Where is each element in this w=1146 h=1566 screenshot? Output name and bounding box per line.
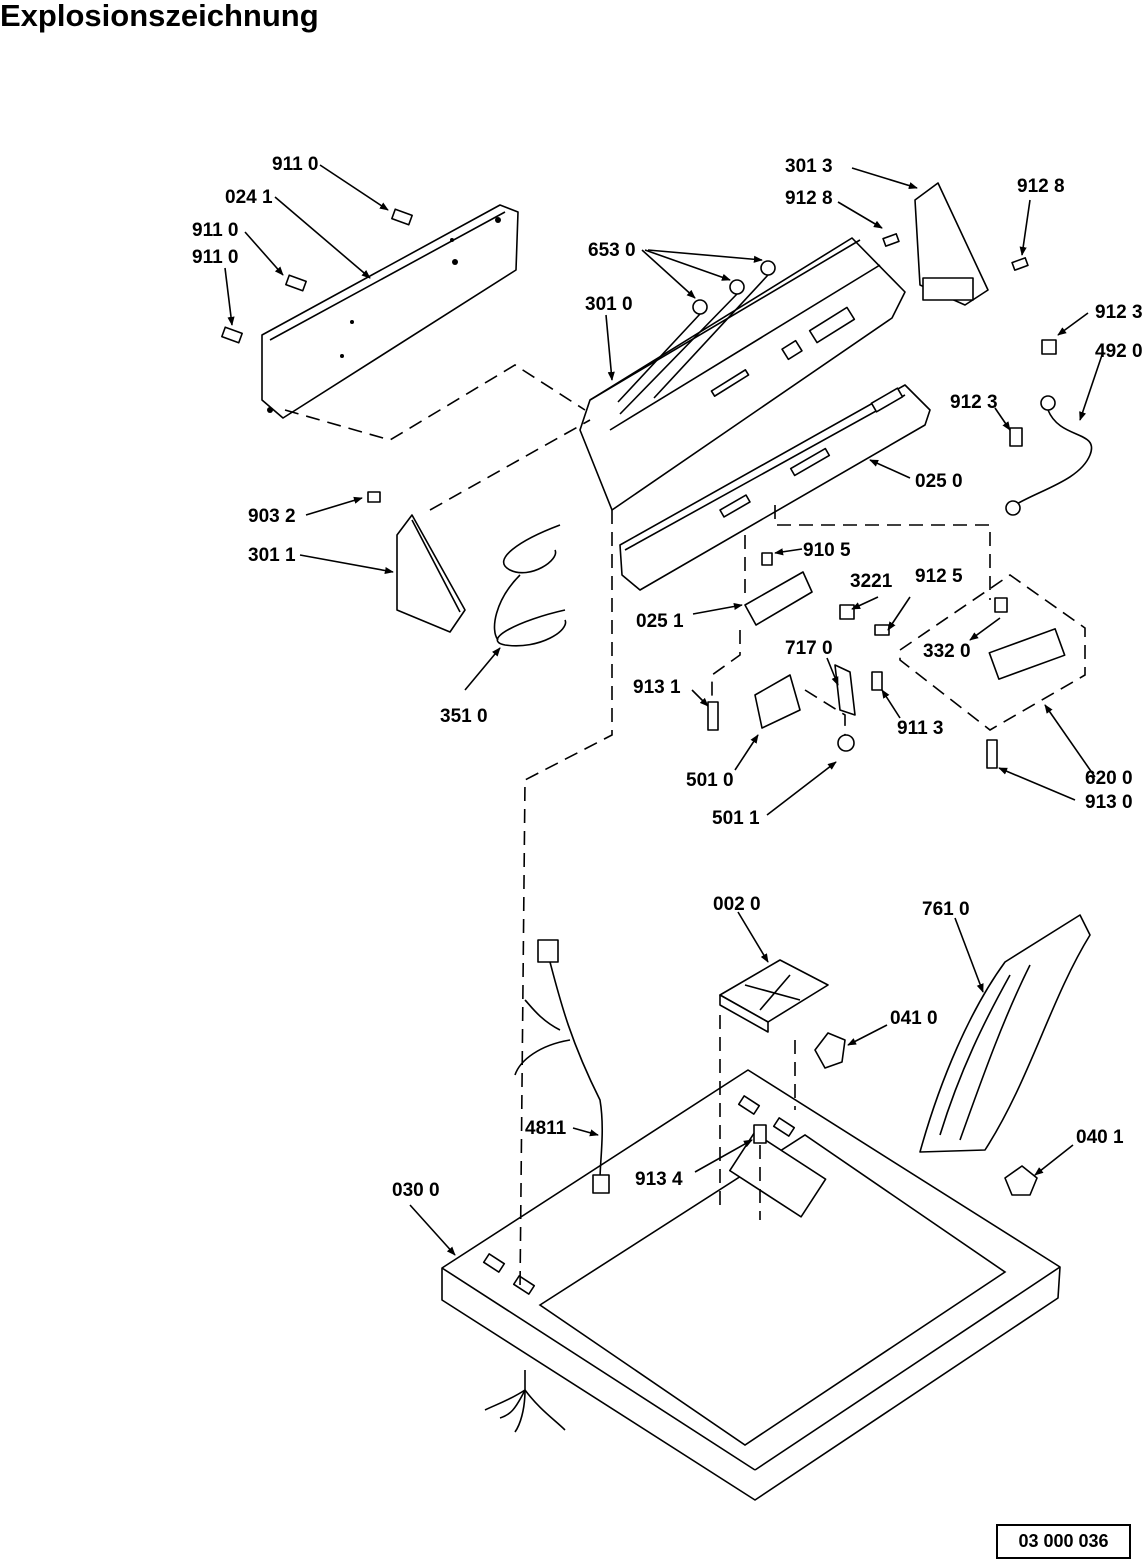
switch-5010 [707, 674, 855, 752]
dashed-assembly-lines [284, 364, 991, 1291]
label-3510: 351 0 [440, 706, 488, 727]
label-6200: 620 0 [1085, 768, 1133, 789]
label-3013: 301 3 [785, 156, 833, 177]
label-7610: 761 0 [922, 899, 970, 920]
label-9123-b: 912 3 [950, 392, 998, 413]
label-7170: 717 0 [785, 638, 833, 659]
small-parts-7170 [834, 604, 890, 716]
wire-harness-4811 [514, 939, 610, 1194]
power-cord [484, 1370, 566, 1433]
knob-0410 [814, 1032, 846, 1069]
label-9110-c: 911 0 [192, 247, 239, 268]
label-0410: 041 0 [890, 1008, 938, 1029]
label-3011: 301 1 [248, 545, 296, 566]
document-number: 03 000 036 [996, 1524, 1131, 1559]
label-4920: 492 0 [1095, 341, 1143, 362]
label-9123-a: 912 3 [1095, 302, 1143, 323]
label-5011: 501 1 [712, 808, 760, 829]
label-4811: 4811 [525, 1118, 567, 1139]
screw-9134 [753, 1124, 767, 1144]
label-9110-b: 911 0 [192, 220, 239, 241]
timer-bracket-0251 [744, 552, 813, 626]
trim-panel-7610 [919, 914, 1091, 1153]
label-0251: 025 1 [636, 611, 684, 632]
label-9131: 913 1 [633, 677, 681, 698]
label-0020: 002 0 [713, 894, 761, 915]
label-5010: 501 0 [686, 770, 734, 791]
label-3010: 301 0 [585, 294, 633, 315]
label-9125: 912 5 [915, 566, 963, 587]
label-6530: 653 0 [588, 240, 636, 261]
lid-pad-0020 [719, 959, 829, 1033]
control-console [579, 237, 906, 511]
clip-0401 [1004, 1165, 1038, 1196]
ground-wire-4920 [1005, 339, 1093, 516]
label-9110-a: 911 0 [272, 154, 319, 175]
knob-group-6530 [617, 260, 776, 415]
label-3221: 3221 [850, 571, 893, 592]
part-labels: 911 0 024 1 911 0 911 0 301 3 912 8 912 … [192, 154, 1143, 1201]
label-9032: 903 2 [248, 506, 296, 527]
console-support-bracket [619, 384, 931, 591]
label-9113: 911 3 [897, 718, 944, 739]
page-title: Explosionszeichnung [0, 0, 319, 33]
screw-9110-group [221, 208, 413, 344]
label-9128-b: 912 8 [1017, 176, 1065, 197]
label-0300: 030 0 [392, 1180, 440, 1201]
label-9128-a: 912 8 [785, 188, 833, 209]
label-0250: 025 0 [915, 471, 963, 492]
wire-harness-3510 [493, 524, 567, 647]
label-3320: 332 0 [923, 641, 971, 662]
end-cap-left [367, 491, 466, 633]
label-0401: 040 1 [1076, 1127, 1124, 1148]
leader-arrows [224, 164, 1104, 1256]
label-9134: 913 4 [635, 1169, 683, 1190]
label-9130: 913 0 [1085, 792, 1133, 813]
label-0241: 024 1 [225, 187, 273, 208]
switch-block-6200 [899, 574, 1086, 769]
rear-panel-plate [261, 204, 519, 419]
label-9105: 910 5 [803, 540, 851, 561]
end-cap-right [882, 182, 1029, 306]
